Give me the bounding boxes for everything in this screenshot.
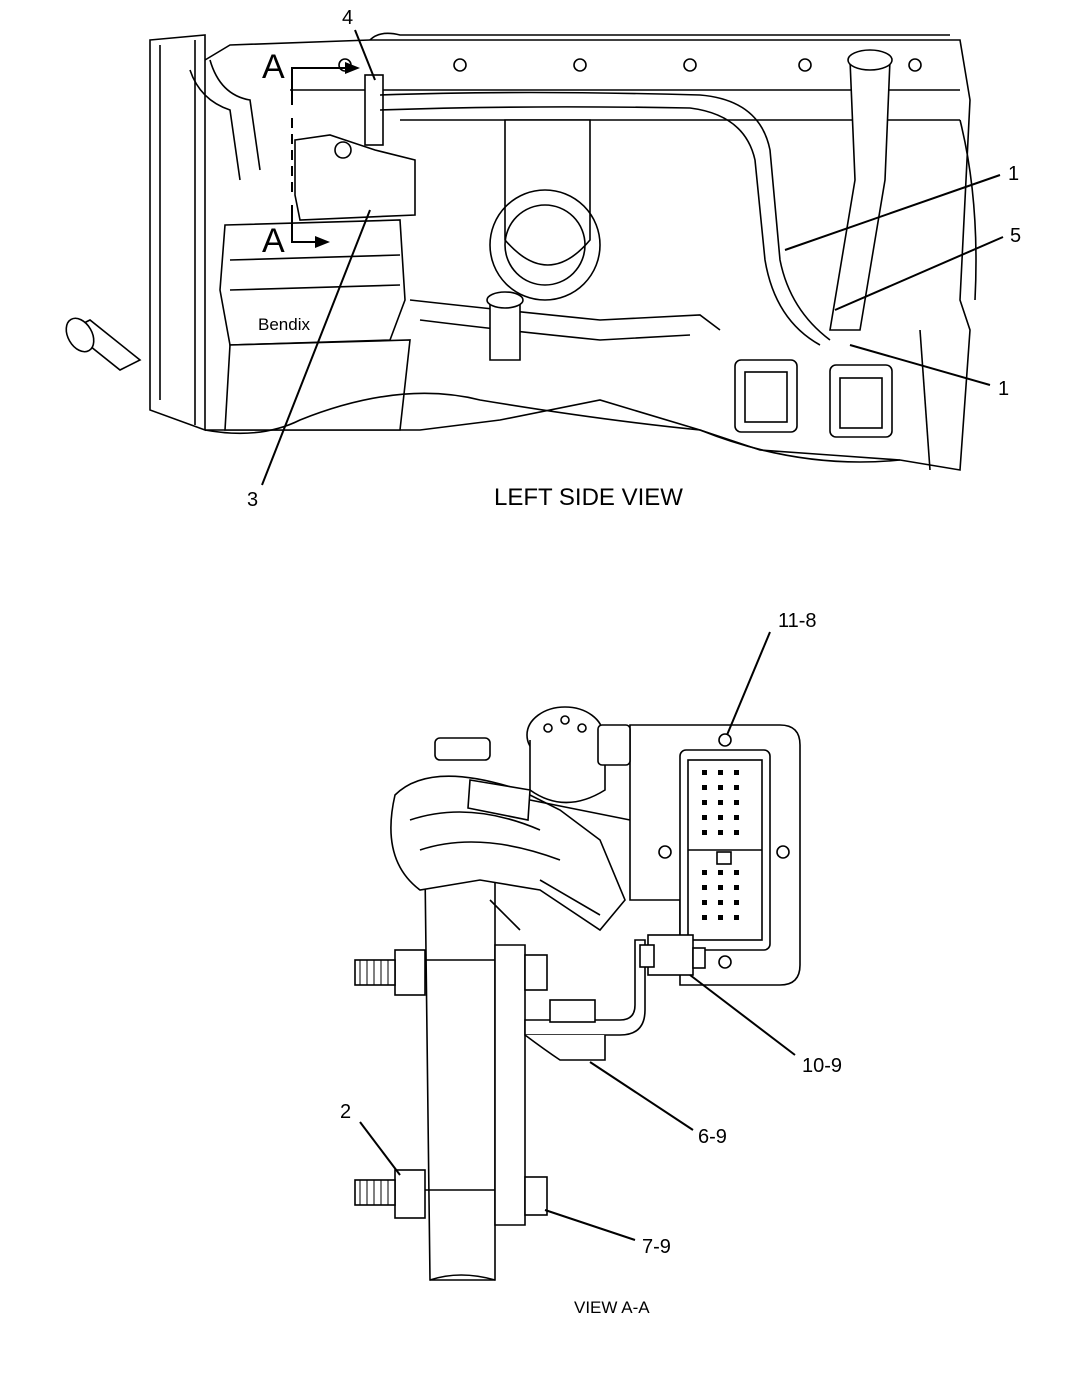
svg-text:A: A: [262, 222, 285, 260]
view-a-a-title: VIEW A-A: [574, 1298, 650, 1317]
left-side-view-drawing: Bendix: [65, 32, 977, 471]
svg-text:2: 2: [340, 1101, 351, 1123]
callout-4: 4: [342, 7, 376, 81]
svg-text:10-9: 10-9: [802, 1055, 842, 1077]
callout-5: 5: [834, 225, 1021, 311]
svg-text:A: A: [262, 48, 285, 86]
svg-text:1: 1: [1008, 163, 1019, 185]
valve-cover-bolts: [338, 58, 922, 72]
callout-6-9: 6-9: [589, 1061, 727, 1148]
svg-text:3: 3: [247, 489, 258, 511]
callout-11-8: 11-8: [726, 610, 817, 736]
svg-text:5: 5: [1010, 225, 1021, 247]
ecm-screws: [658, 733, 790, 969]
ecm-pins: [702, 770, 739, 920]
compressor-brand-label: Bendix: [258, 315, 310, 334]
svg-text:1: 1: [998, 378, 1009, 400]
callout-10-9: 10-9: [689, 974, 842, 1077]
view-a-a-drawing: [354, 706, 801, 1281]
svg-text:6-9: 6-9: [698, 1126, 727, 1148]
callout-7-9: 7-9: [544, 1209, 671, 1258]
left-side-view-title: LEFT SIDE VIEW: [494, 484, 683, 511]
svg-text:11-8: 11-8: [778, 610, 817, 632]
callout-3: 3: [247, 209, 371, 511]
callout-2: 2: [340, 1101, 401, 1176]
section-a-marker-bottom: A: [262, 205, 330, 260]
section-a-marker-top: A: [262, 48, 360, 105]
callout-1-lower: 1: [849, 344, 1009, 400]
svg-text:7-9: 7-9: [642, 1236, 671, 1258]
callout-1-upper: 1: [784, 163, 1019, 251]
svg-text:4: 4: [342, 7, 353, 29]
